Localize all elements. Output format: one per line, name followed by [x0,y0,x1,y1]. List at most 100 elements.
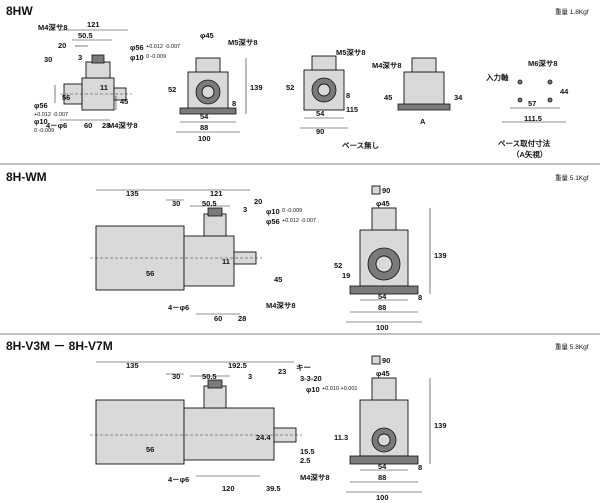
wm-dim-60: 60 [214,314,222,323]
wm-holes: 4－φ6 [168,303,189,312]
hw-front-base [179,107,237,115]
v-front-8: 8 [418,463,422,472]
wm-front-90: 90 [382,186,390,195]
wm-dim-121: 121 [210,189,223,198]
wm-dim-28: 28 [238,314,246,323]
hw-dim-56: 56 [62,93,70,102]
wm-front-139: 139 [434,251,447,260]
hw-front-a-view: M4深サ8 45 34 A [372,57,463,126]
base-m6: M6深サ8 [528,58,558,68]
wm-top-block [203,213,227,237]
v-knob [207,379,223,389]
v-motor-body [95,399,185,465]
hw-dia56b: φ56 [34,101,48,110]
wm-dim-50-5: 50.5 [202,199,217,208]
wm-front-88: 88 [378,303,386,312]
v-front-11-3: 11.3 [334,433,348,442]
hw-nobase-8: 8 [346,91,350,100]
hw-dim-45: 45 [120,97,128,106]
hw-a-housing [403,71,445,109]
hw-dia10b-tol: 0 -0.009 [34,128,54,134]
weight-8h-wm: 重量 5.1Kgf [555,174,589,182]
hw-a-34: 34 [454,93,463,102]
wm-dim-56: 56 [146,269,154,278]
wm-knob [207,207,223,217]
hw-a-label: A [420,117,426,126]
hw-front-52: 52 [168,85,176,94]
hw-side-top-flange [85,61,111,79]
hw-dia10b: φ10 [34,117,48,126]
v-key: キー [296,363,311,372]
weight-8hw: 重量 1.8Kgf [555,8,589,16]
hw-dia10: φ10 [130,53,144,62]
wm-front-8: 8 [418,293,422,302]
wm-front-view: 90 φ45 52 19 54 88 100 139 8 [334,185,447,332]
hw-m4-top: M4深サ8 [38,22,68,32]
v-dim-30: 30 [172,372,180,381]
hw-nobase-90: 90 [316,127,324,136]
v-dim-120: 120 [222,484,235,493]
hw-front-139: 139 [250,83,263,92]
v-side-view: 135 30 192.5 50.5 3 23 キー 3-3-20 φ10 +0.… [90,361,357,493]
wm-dia10: φ10 [266,207,280,216]
wm-dim-3: 3 [243,205,247,214]
v-front-139: 139 [434,421,447,430]
v-front-88: 88 [378,473,386,482]
hw-front-8: 8 [232,99,236,108]
hw-side-knob [91,54,105,64]
v-dim-15-5: 15.5 [300,447,315,456]
v-holes: 4－φ6 [168,475,189,484]
hw-nobase-115: 115 [346,105,358,114]
base-caption: ベース取付寸法 [498,138,551,148]
v-dim-3: 3 [248,372,252,381]
hw-a-m4: M4深サ8 [372,60,402,70]
wm-dia10-tol: 0 -0.009 [282,208,302,214]
hw-dim-20: 20 [58,41,66,50]
hw-dim-50-5: 50.5 [78,31,93,40]
v-dim-50-5: 50.5 [202,372,217,381]
v-dim-2-5: 2.5 [300,456,310,465]
v-gear-housing [183,407,275,461]
hw-a-45: 45 [384,93,392,102]
hw-dia56b-tol: +0.012 -0.007 [34,112,68,118]
wm-front-19: 19 [342,271,350,280]
hw-front-top [195,57,221,73]
wm-dim-20: 20 [254,197,262,206]
v-dim-135: 135 [126,361,139,370]
base-111-5: 111.5 [524,114,542,123]
hw-front-nobase-view: M5深サ8 52 54 90 115 8 ベース無し [286,47,379,150]
section-title-8hw: 8HW [6,4,33,18]
v-front-base [349,455,419,465]
v-front-view: 90 φ45 11.3 54 88 100 139 8 [334,355,447,502]
wm-gear-housing [183,235,235,287]
hw-dia56-tol: +0.012 -0.007 [146,44,180,50]
v-dim-192-5: 192.5 [228,361,247,370]
v-front-54: 54 [378,462,387,471]
hw-dim-60: 60 [84,121,92,130]
hw-front-54: 54 [200,112,209,121]
wm-front-52: 52 [334,261,342,270]
hw-side-view: 121 50.5 20 3 30 M4深サ8 56 4－φ6 60 28 45 … [34,20,180,134]
hw-dia56: φ56 [130,43,144,52]
weight-8h-v: 重量 5.8Kgf [555,343,589,351]
v-dim-24-4: 24.4 [256,433,271,442]
v-front-90: 90 [382,356,390,365]
hw-front-88: 88 [200,123,208,132]
v-dim-23: 23 [278,367,286,376]
section-title-8h-wm: 8H-WM [6,170,47,184]
base-57: 57 [528,99,536,108]
hw-m4-bottom: M4深サ8 [108,120,138,130]
v-m4: M4深サ8 [300,472,330,482]
hw-dim-121: 121 [87,20,100,29]
hw-nobase-52: 52 [286,83,294,92]
hw-dim-28: 28 [102,121,110,130]
wm-front-base [349,285,419,295]
hw-front-100: 100 [198,134,211,143]
hw-front-dia45: φ45 [200,31,214,40]
wm-front-dia45: φ45 [376,199,390,208]
hw-holes: 4－φ6 [46,121,67,130]
hw-nobase-caption: ベース無し [342,140,379,150]
v-front-100: 100 [376,493,389,502]
v-dim-39-5: 39.5 [266,484,281,493]
